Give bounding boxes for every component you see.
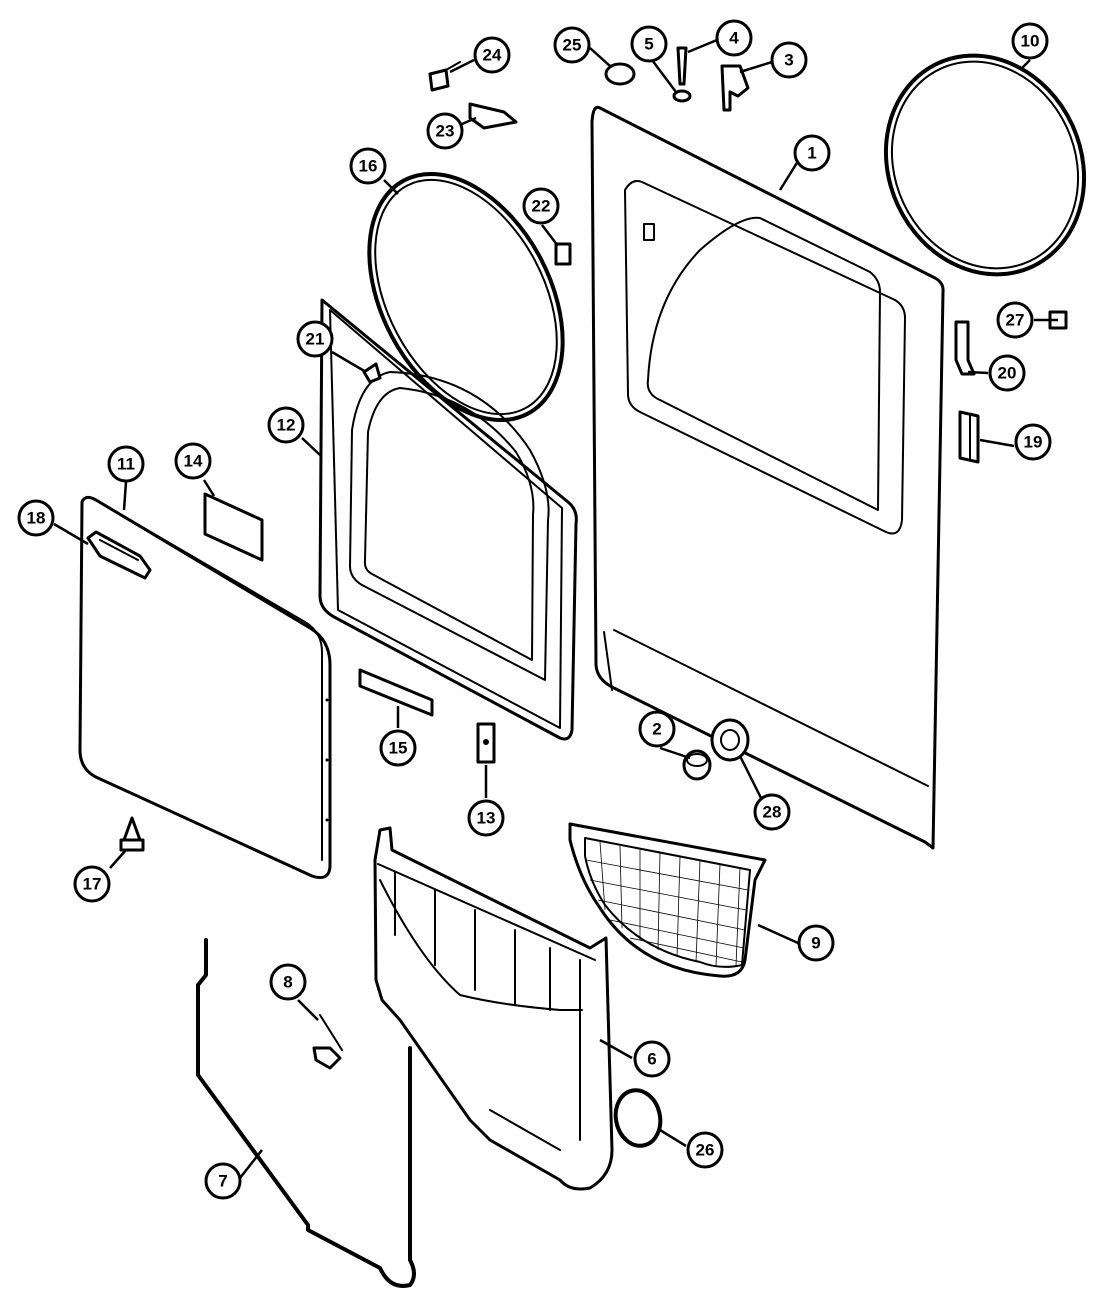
part-door-gasket-ring bbox=[367, 171, 565, 423]
callout-label: 23 bbox=[436, 122, 455, 141]
callout-label: 9 bbox=[811, 934, 820, 953]
part-washer bbox=[672, 89, 692, 103]
callout-label: 10 bbox=[1021, 32, 1040, 51]
lint-screen-mesh bbox=[585, 841, 749, 967]
callout-13: 13 bbox=[467, 799, 505, 837]
callout-label: 19 bbox=[1024, 433, 1043, 452]
callout-28: 28 bbox=[753, 793, 791, 831]
callout-25: 25 bbox=[553, 26, 591, 64]
callout-label: 20 bbox=[998, 364, 1017, 383]
callout-9: 9 bbox=[797, 924, 835, 962]
part-wire-strip bbox=[196, 938, 416, 1288]
callout-label: 1 bbox=[807, 144, 816, 163]
part-clip bbox=[720, 64, 750, 112]
callout-label: 16 bbox=[359, 157, 378, 176]
leader-lines bbox=[53, 38, 1058, 1179]
callout-label: 21 bbox=[306, 330, 325, 349]
callout-1: 1 bbox=[793, 134, 831, 172]
part-hinge bbox=[958, 410, 980, 464]
part-o-ring bbox=[613, 1088, 663, 1148]
callout-2: 2 bbox=[638, 710, 676, 748]
callout-label: 8 bbox=[283, 973, 292, 992]
part-inner-door-frame bbox=[318, 298, 578, 741]
callout-label: 13 bbox=[477, 809, 496, 828]
callout-6: 6 bbox=[633, 1040, 671, 1078]
part-cone-foot bbox=[119, 816, 145, 852]
part-lint-duct bbox=[373, 826, 614, 1191]
part-plug bbox=[604, 62, 636, 86]
part-small-clip bbox=[428, 61, 461, 92]
callout-label: 2 bbox=[652, 720, 661, 739]
callout-label: 26 bbox=[696, 1141, 715, 1160]
callout-label: 27 bbox=[1006, 311, 1025, 330]
callout-label: 25 bbox=[563, 36, 582, 55]
callout-23: 23 bbox=[426, 112, 464, 150]
part-door-latch bbox=[476, 722, 496, 764]
callout-label: 18 bbox=[27, 509, 46, 528]
callout-17: 17 bbox=[73, 865, 111, 903]
part-front-panel bbox=[590, 105, 945, 850]
part-strip bbox=[358, 668, 434, 717]
callout-label: 3 bbox=[784, 51, 793, 70]
callout-label: 28 bbox=[763, 803, 782, 822]
part-lint-screen bbox=[568, 822, 767, 978]
part-door-handle bbox=[86, 530, 152, 580]
callout-4: 4 bbox=[715, 19, 753, 57]
callout-11: 11 bbox=[107, 445, 145, 483]
callout-15: 15 bbox=[379, 729, 417, 767]
part-tiny-clip bbox=[362, 362, 382, 384]
part-switch bbox=[468, 102, 518, 130]
callout-label: 12 bbox=[277, 416, 296, 435]
part-knob bbox=[682, 749, 712, 781]
callout-27: 27 bbox=[996, 301, 1034, 339]
callout-label: 17 bbox=[83, 875, 102, 894]
callout-14: 14 bbox=[174, 442, 212, 480]
part-gasket-ring-rear bbox=[883, 53, 1087, 277]
callout-8: 8 bbox=[269, 963, 307, 1001]
callout-7: 7 bbox=[204, 1162, 242, 1200]
callout-label: 14 bbox=[184, 452, 203, 471]
callout-label: 7 bbox=[218, 1172, 227, 1191]
part-hinge-bracket bbox=[954, 320, 976, 376]
callout-label: 22 bbox=[532, 197, 551, 216]
callout-20: 20 bbox=[988, 354, 1026, 392]
callout-19: 19 bbox=[1014, 423, 1052, 461]
callout-22: 22 bbox=[522, 187, 560, 225]
callout-26: 26 bbox=[686, 1131, 724, 1169]
callout-12: 12 bbox=[267, 406, 305, 444]
callout-label: 6 bbox=[647, 1050, 656, 1069]
part-small-square bbox=[554, 242, 572, 266]
part-outer-door-panel bbox=[78, 495, 332, 880]
callout-16: 16 bbox=[349, 147, 387, 185]
callout-3: 3 bbox=[770, 41, 808, 79]
callout-label: 15 bbox=[389, 739, 408, 758]
part-rectangular-pad bbox=[203, 492, 264, 562]
callout-label: 24 bbox=[483, 46, 502, 65]
part-bushing bbox=[710, 718, 750, 762]
callout-18: 18 bbox=[17, 499, 55, 537]
callout-10: 10 bbox=[1011, 22, 1049, 60]
callout-5: 5 bbox=[630, 25, 668, 63]
part-bracket bbox=[312, 1014, 343, 1070]
callout-label: 11 bbox=[117, 455, 135, 474]
callout-label: 4 bbox=[729, 29, 739, 48]
callout-label: 5 bbox=[644, 35, 653, 54]
part-screw bbox=[676, 46, 688, 86]
callout-21: 21 bbox=[296, 320, 334, 358]
callout-24: 24 bbox=[473, 36, 511, 74]
